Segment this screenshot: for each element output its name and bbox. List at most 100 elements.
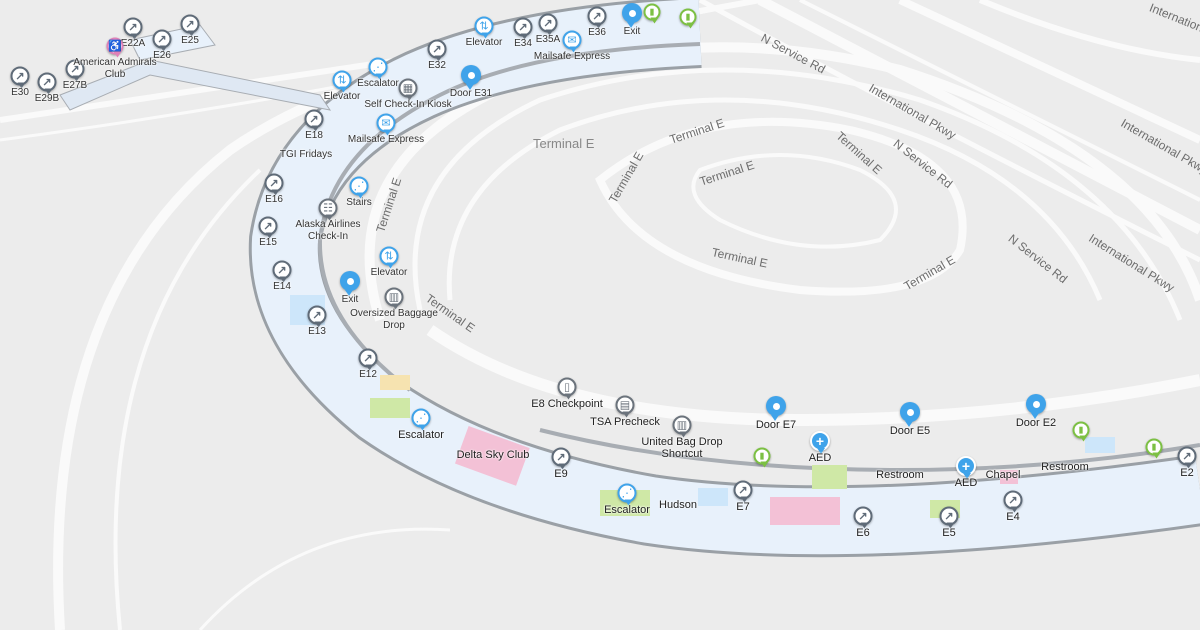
map-label[interactable]: Elevator (323, 91, 361, 102)
gate-icon[interactable]: ↗ (10, 66, 30, 89)
elevator-icon[interactable]: ⇅ (332, 70, 352, 93)
wheelchair-icon[interactable]: ♿ (106, 37, 124, 58)
map-label[interactable]: E8 Checkpoint (531, 398, 603, 410)
location-pin-icon[interactable] (622, 3, 642, 28)
map-label[interactable]: E6 (856, 527, 870, 539)
map-label[interactable]: Oversized Baggage Drop (350, 308, 438, 331)
map-label[interactable]: E12 (359, 369, 377, 380)
map-label[interactable]: E36 (588, 27, 606, 38)
stairs-icon[interactable]: ⋰ (349, 176, 369, 199)
map-label[interactable]: E5 (942, 527, 956, 539)
gate-icon[interactable]: ↗ (304, 109, 324, 132)
map-label[interactable]: AED (954, 477, 978, 489)
map-label[interactable]: E2 (1180, 467, 1194, 479)
gate-icon[interactable]: ↗ (538, 13, 558, 36)
map-label[interactable]: E26 (153, 50, 171, 61)
map-label[interactable]: E4 (1006, 511, 1020, 523)
map-label[interactable]: E22A (120, 38, 146, 49)
mail-icon[interactable]: ✉ (376, 113, 396, 136)
baggage-icon[interactable]: ▥ (672, 415, 692, 438)
gate-icon[interactable]: ↗ (37, 72, 57, 95)
baggage-icon[interactable]: ▥ (384, 287, 404, 310)
gate-icon[interactable]: ↗ (513, 17, 533, 40)
map-label[interactable]: E15 (259, 237, 277, 248)
map-label[interactable]: E27B (62, 80, 88, 91)
location-pin-icon[interactable] (766, 396, 786, 421)
gate-icon[interactable]: ↗ (551, 447, 571, 470)
elevator-icon[interactable]: ⇅ (474, 16, 494, 39)
gate-icon[interactable]: ↗ (939, 506, 959, 529)
map-label[interactable]: Alaska Airlines Check-In (295, 219, 361, 242)
map-label[interactable]: Elevator (370, 267, 408, 278)
restroom-icon[interactable]: ▮ (1072, 421, 1090, 442)
security-icon[interactable]: ▤ (615, 395, 635, 418)
map-label[interactable]: Mailsafe Express (533, 51, 611, 62)
map-label[interactable]: Self Check-In Kiosk (364, 99, 452, 110)
elevator-icon[interactable]: ⇅ (379, 246, 399, 269)
map-label[interactable]: AED (808, 452, 832, 464)
gate-icon[interactable]: ↗ (853, 506, 873, 529)
kiosk-icon[interactable]: ▦ (398, 78, 418, 101)
gate-icon[interactable]: ↗ (1177, 446, 1197, 469)
place-label[interactable]: Delta Sky Club (456, 449, 530, 461)
gate-icon[interactable]: ↗ (1003, 490, 1023, 513)
map-label[interactable]: E13 (308, 326, 326, 337)
place-label[interactable]: Hudson (659, 499, 697, 511)
map-label[interactable]: Door E2 (1015, 417, 1057, 429)
gate-icon[interactable]: ↗ (733, 480, 753, 503)
place-label[interactable]: Chapel (985, 469, 1021, 481)
gate-icon[interactable]: ↗ (307, 305, 327, 328)
map-label[interactable]: E32 (428, 60, 446, 71)
map-label[interactable]: American Admirals Club (73, 57, 157, 80)
location-pin-icon[interactable] (340, 271, 360, 296)
map-label[interactable]: E35A (535, 34, 561, 45)
gate-icon[interactable]: ↗ (264, 173, 284, 196)
gate-icon[interactable]: ↗ (358, 348, 378, 371)
gate-icon[interactable]: ↗ (587, 6, 607, 29)
map-label[interactable]: E16 (265, 194, 283, 205)
map-label[interactable]: Exit (341, 294, 359, 305)
map-label[interactable]: E29B (34, 93, 60, 104)
map-label[interactable]: Exit (623, 26, 641, 37)
escalator-icon[interactable]: ⋰ (617, 483, 637, 506)
escalator-icon[interactable]: ⋰ (411, 408, 431, 431)
place-label[interactable]: Restroom (876, 469, 924, 481)
aed-icon[interactable]: + (956, 456, 976, 479)
restroom-icon[interactable]: ▮ (643, 3, 661, 24)
map-label[interactable]: TSA Precheck (590, 416, 660, 428)
restroom-icon[interactable]: ▮ (679, 8, 697, 29)
gate-icon[interactable]: ↗ (427, 39, 447, 62)
map-label[interactable]: E18 (305, 130, 323, 141)
checkpoint-icon[interactable]: ▯ (557, 377, 577, 400)
gate-icon[interactable]: ↗ (123, 17, 143, 40)
gate-icon[interactable]: ↗ (65, 59, 85, 82)
escalator-icon[interactable]: ⋰ (368, 57, 388, 80)
place-label[interactable]: Restroom (1041, 461, 1089, 473)
map-label[interactable]: Elevator (465, 37, 503, 48)
restroom-icon[interactable]: ▮ (1145, 438, 1163, 459)
map-label[interactable]: E14 (273, 281, 291, 292)
map-label[interactable]: E34 (514, 38, 532, 49)
map-label[interactable]: Mailsafe Express (347, 134, 425, 145)
aed-icon[interactable]: + (810, 431, 830, 454)
map-label[interactable]: E9 (554, 468, 568, 480)
map-label[interactable]: Door E5 (889, 425, 931, 437)
map-label[interactable]: E25 (181, 35, 199, 46)
place-label[interactable]: TGI Fridays (279, 149, 333, 160)
map-label[interactable]: Escalator (357, 78, 399, 89)
location-pin-icon[interactable] (461, 65, 481, 90)
gate-icon[interactable]: ↗ (258, 216, 278, 239)
check-in-icon[interactable]: ☷ (318, 198, 338, 221)
mail-icon[interactable]: ✉ (562, 30, 582, 53)
location-pin-icon[interactable] (1026, 394, 1046, 419)
map-label[interactable]: United Bag Drop Shortcut (641, 436, 723, 460)
map-label[interactable]: E30 (11, 87, 29, 98)
map-label[interactable]: E7 (736, 501, 750, 513)
map-label[interactable]: Escalator (398, 429, 444, 441)
gate-icon[interactable]: ↗ (152, 29, 172, 52)
map-label[interactable]: Door E7 (755, 419, 797, 431)
map-label[interactable]: Stairs (346, 197, 372, 208)
restroom-icon[interactable]: ▮ (753, 447, 771, 468)
gate-icon[interactable]: ↗ (272, 260, 292, 283)
